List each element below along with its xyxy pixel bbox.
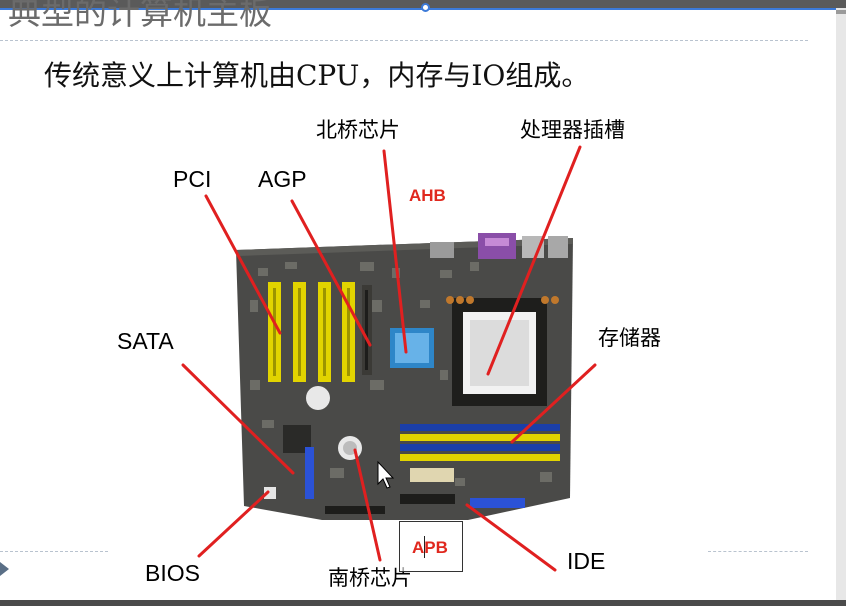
atx-power (410, 468, 454, 482)
label-cpu-socket: 处理器插槽 (520, 114, 625, 144)
annotation-ahb: AHB (409, 186, 446, 206)
label-north-bridge: 北桥芯片 (316, 114, 400, 144)
footer-divider-right (708, 551, 808, 552)
cmos-battery (306, 386, 330, 410)
label-bios: BIOS (145, 560, 200, 587)
label-sata: SATA (117, 328, 174, 355)
footer-divider-left (0, 551, 108, 552)
label-pci: PCI (173, 166, 211, 193)
label-agp: AGP (258, 166, 307, 193)
ide-connector (470, 498, 525, 508)
window-bottom-bar (0, 600, 846, 606)
slide-nav-arrow-icon[interactable] (0, 562, 9, 576)
sata-connector (305, 447, 314, 499)
annotation-apb[interactable]: APB (412, 538, 448, 558)
label-memory: 存储器 (598, 322, 661, 352)
label-ide: IDE (567, 548, 605, 575)
text-caret (424, 536, 425, 558)
